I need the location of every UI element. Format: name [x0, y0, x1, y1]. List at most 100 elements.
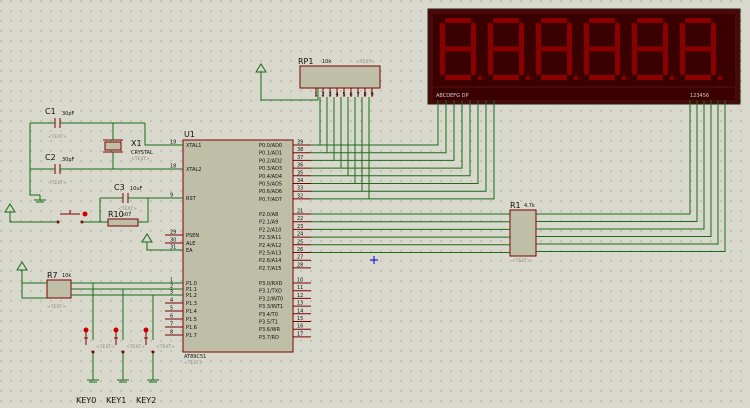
bus-wire: [311, 100, 495, 200]
u1-left-pin-num: 6: [170, 314, 173, 320]
rp1-ref: RP1: [298, 57, 313, 66]
segment-g: [493, 46, 519, 52]
reset-power-terminal: [4, 203, 16, 213]
u1-left-pin-name: P1.4: [186, 309, 197, 315]
segment-a: [493, 18, 519, 23]
u1-right-pin-name: P3.7/RD: [259, 335, 279, 341]
bus-wire: [536, 100, 726, 252]
u1-left-pin-num: 7: [170, 322, 173, 328]
key-0-button[interactable]: <TEXT>KEY0: [76, 283, 115, 405]
u1-right-pin-num: 35: [297, 170, 303, 176]
segment-e: [536, 49, 541, 75]
seven-segment-display[interactable]: ABCDEFG DP 123456: [427, 8, 741, 105]
bus-wire: [536, 100, 719, 245]
r7-value: 10k: [62, 273, 71, 279]
u1-right-pin-num: 33: [297, 186, 303, 192]
c2-text: <TEXT>: [48, 180, 67, 186]
ground-symbol-caps: [34, 195, 46, 203]
segment-d: [637, 75, 663, 80]
u1-right-pin-num: 26: [297, 247, 303, 253]
segment-f: [680, 23, 685, 49]
c2-ref: C2: [45, 153, 56, 162]
segment-e: [440, 49, 445, 75]
x1-value: CRYSTAL: [131, 150, 153, 156]
segment-g: [685, 46, 711, 52]
u1-right-pin-name: P3.1/TXD: [259, 289, 282, 295]
u1-right-pin-num: 34: [297, 178, 303, 184]
rp1-text: <TEXT>: [356, 59, 375, 65]
segment-a: [637, 18, 663, 23]
u1-right-pin-name: P0.4/AD4: [259, 174, 282, 180]
segment-g: [589, 46, 615, 52]
u1-right-pin-num: 16: [297, 324, 303, 330]
u1-left-pin-num: 5: [170, 306, 173, 312]
display-digit-5: [632, 18, 675, 81]
segment-d: [493, 75, 519, 80]
segment-c: [471, 49, 476, 75]
x1-crystal[interactable]: X1 CRYSTAL <TEXT>: [103, 123, 183, 169]
segment-f: [488, 23, 493, 49]
c3-ref: C3: [114, 183, 125, 192]
u1-right-pin-name: P0.7/AD7: [259, 197, 282, 203]
segment-f: [632, 23, 637, 49]
u1-left-pin-name: XTAL1: [186, 143, 201, 149]
rst-wire: [138, 197, 183, 223]
u1-text: <TEXT>: [184, 360, 203, 366]
r7-vcc-wire2: [21, 283, 47, 299]
cap-ground-wire: [29, 123, 40, 196]
bus-wire: [536, 100, 705, 230]
u1-right-pin-name: P0.0/AD0: [259, 143, 282, 149]
r7-text: <TEXT>: [47, 304, 66, 310]
segment-a: [541, 18, 567, 23]
u1-part: AT89C51: [184, 354, 206, 360]
segment-b: [615, 23, 620, 49]
r1-resistor-pack[interactable]: R1 4.7k <TEXT>: [509, 201, 537, 264]
segment-d: [589, 75, 615, 80]
u1-left-pin-name: XTAL2: [186, 167, 201, 173]
u1-right-pin-num: 27: [297, 255, 303, 261]
u1-right-pin-num: 22: [297, 216, 303, 222]
reset-button[interactable]: [56, 210, 88, 224]
u1-right-pin-num: 37: [297, 155, 303, 161]
key-label: KEY0: [76, 396, 96, 405]
segment-a: [589, 18, 615, 23]
bus-wire: [311, 100, 479, 184]
c3-text: <TEXT>: [118, 206, 137, 212]
ea-wire: [146, 242, 183, 251]
display-digit-6: [680, 18, 723, 81]
rp1-pin-num: 2: [322, 92, 325, 98]
display-digits: [440, 18, 723, 81]
bus-wire: [311, 100, 455, 161]
u1-right-pin-num: 23: [297, 224, 303, 230]
c2-value: 30pF: [62, 157, 75, 163]
key-label: KEY2: [136, 396, 156, 405]
u1-right-pin-num: 13: [297, 301, 303, 307]
u1-microcontroller[interactable]: U1 AT89C51 <TEXT> 19XTAL118XTAL29RST29PS…: [165, 130, 311, 366]
power-terminal-rp1: [255, 63, 319, 101]
key-2-button[interactable]: <TEXT>KEY2: [136, 295, 175, 405]
c1-ref: C1: [45, 107, 56, 116]
u1-right-pin-num: 12: [297, 293, 303, 299]
c2-capacitor[interactable]: C2 30pF <TEXT>: [30, 153, 183, 186]
segment-e: [632, 49, 637, 75]
x1-text: <TEXT>: [131, 156, 150, 162]
display-digit-4: [584, 18, 627, 81]
u1-right-pin-num: 10: [297, 278, 303, 284]
segment-f: [440, 23, 445, 49]
u1-right-pin-num: 15: [297, 316, 303, 322]
segment-b: [471, 23, 476, 49]
segment-a: [685, 18, 711, 23]
key-1-button[interactable]: <TEXT>KEY1: [106, 289, 145, 405]
u1-left-pin-name: ALE: [186, 241, 195, 247]
u1-left-pin-name: PSEN: [186, 233, 199, 239]
segment-e: [488, 49, 493, 75]
rp1-pin-num: 3: [329, 92, 332, 98]
bus-wire: [311, 100, 471, 177]
segment-dp: [573, 75, 579, 81]
segment-d: [445, 75, 471, 80]
c1-value: 30pF: [62, 111, 75, 117]
c1-capacitor[interactable]: C1 30pF <TEXT>: [30, 107, 145, 140]
